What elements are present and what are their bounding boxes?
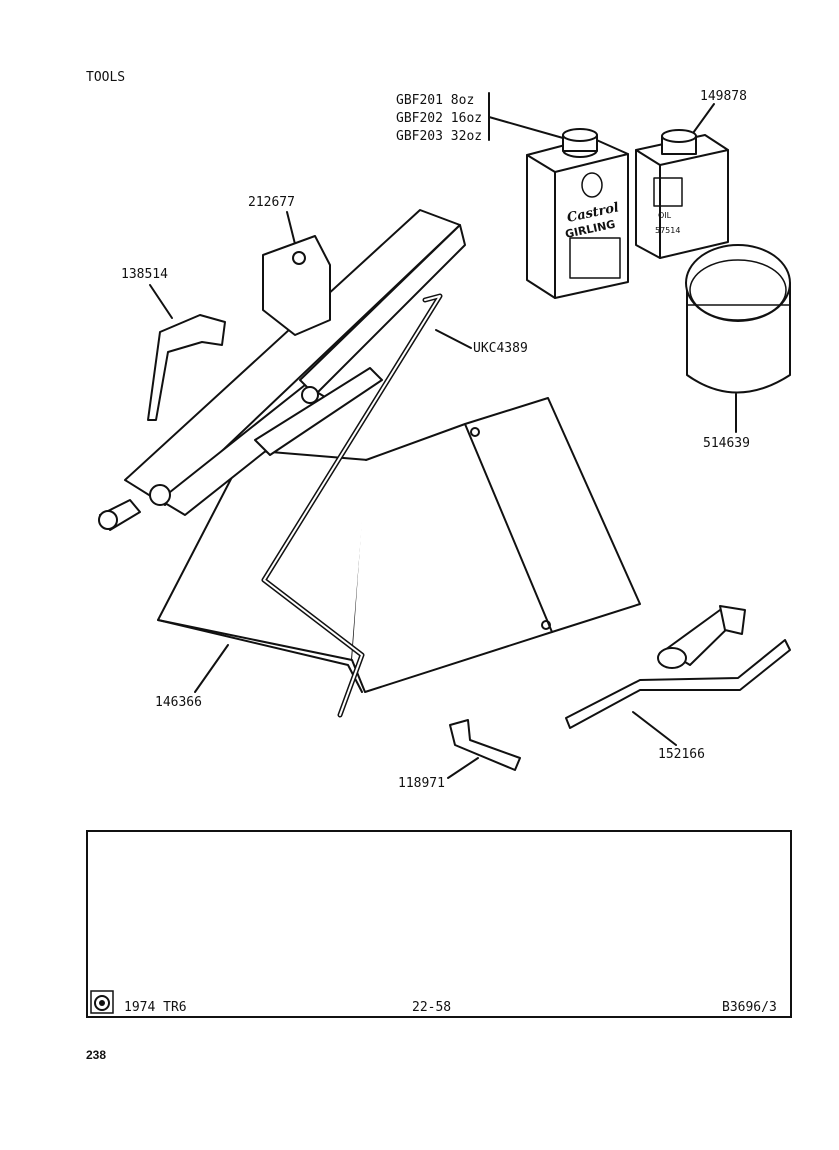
british-leyland-logo-icon — [90, 990, 114, 1014]
leader-tool-roll — [194, 644, 229, 693]
page-number: 238 — [86, 1048, 107, 1062]
brake-fluid-can — [526, 128, 629, 299]
leader-wheel-nut-wrench — [632, 711, 677, 746]
leader-brake-fluid — [488, 116, 564, 139]
leader-jack — [286, 211, 297, 249]
oil-can — [635, 129, 729, 259]
tool-roll — [157, 397, 641, 693]
scissor-jack — [98, 209, 466, 531]
part-label-wheel-brace: UKC4389 — [473, 341, 528, 356]
part-label-grease-tin: 514639 — [703, 436, 750, 451]
leader-jack-handle — [149, 284, 173, 319]
part-label-jack-handle: 138514 — [121, 267, 168, 282]
part-label-wheel-nut-wrench: 152166 — [658, 747, 705, 762]
part-label-gbf203: GBF203 32oz — [396, 129, 483, 144]
page-title: TOOLS — [86, 70, 126, 85]
footer-ref: B3696/3 — [722, 1000, 777, 1015]
footer-section: 22-58 — [412, 1000, 452, 1015]
oil-can-text: OIL — [658, 211, 672, 220]
wheel-nut-wrench — [565, 605, 791, 729]
part-label-tyre-lever: 118971 — [398, 776, 445, 791]
tyre-lever — [449, 719, 521, 771]
wheel-brace — [261, 293, 443, 718]
footer-model: 1974 TR6 — [124, 1000, 187, 1015]
part-label-gbf202: GBF202 16oz — [396, 111, 483, 126]
part-label-gbf201: GBF201 8oz — [396, 93, 475, 108]
grease-tin — [685, 244, 791, 394]
brake-fluid-part-list: GBF201 8oz GBF202 16oz GBF203 32oz — [396, 92, 482, 146]
oil-can-code: 57514 — [655, 226, 680, 235]
leader-wheel-brace — [435, 329, 472, 349]
part-label-jack: 212677 — [248, 195, 295, 210]
part-label-oil-can: 149878 — [700, 89, 747, 104]
part-label-tool-roll: 146366 — [155, 695, 202, 710]
footer-box — [86, 830, 792, 1018]
jack-handle — [147, 314, 226, 421]
leader-tyre-lever — [447, 757, 479, 779]
